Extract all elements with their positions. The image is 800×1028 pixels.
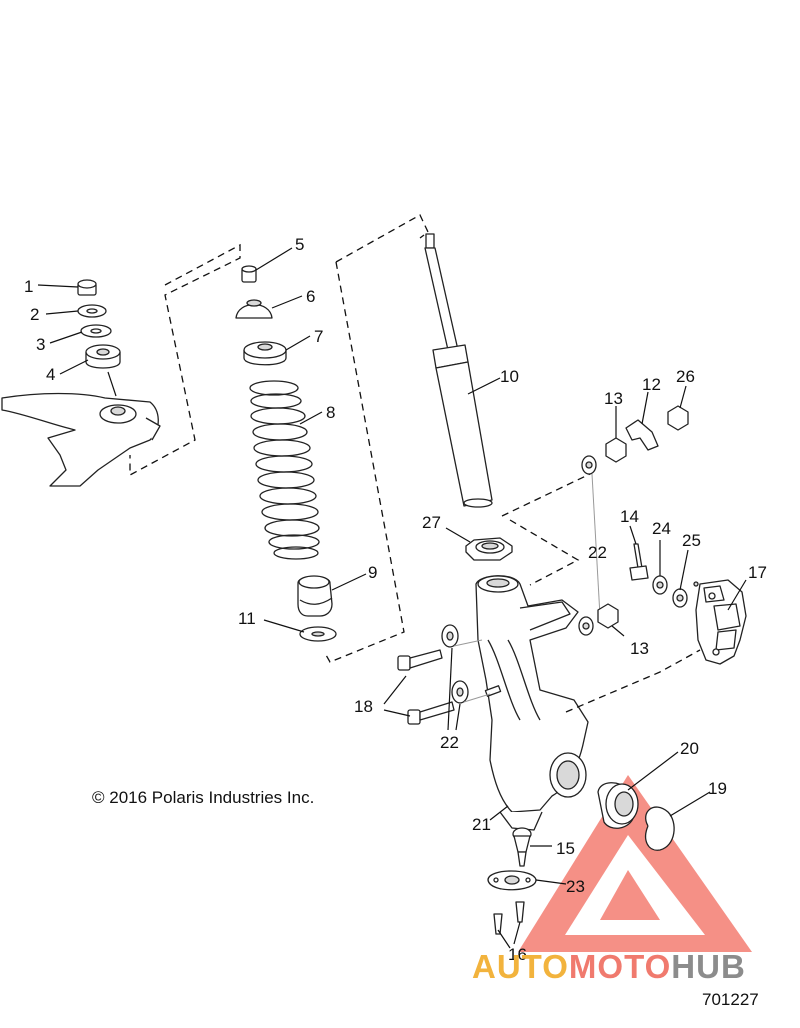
washer-part-11 bbox=[299, 626, 337, 642]
callout-4: 4 bbox=[46, 365, 55, 384]
callout-27: 27 bbox=[422, 513, 441, 532]
coil-spring-part-8 bbox=[249, 380, 320, 560]
callout-19: 19 bbox=[708, 779, 727, 798]
steering-knuckle-part-21 bbox=[475, 575, 589, 831]
callout-20: 20 bbox=[680, 739, 699, 758]
watermark-text: AUTOMOTOHUB bbox=[472, 948, 746, 986]
bolt-part-18-upper bbox=[397, 649, 443, 671]
callout-18: 18 bbox=[354, 697, 373, 716]
spring-retainer-part-6 bbox=[235, 299, 273, 319]
callout-10: 10 bbox=[500, 367, 519, 386]
bolt-part-18-lower bbox=[407, 701, 455, 725]
bolt-part-14 bbox=[629, 543, 649, 581]
callout-11: 11 bbox=[238, 609, 256, 628]
callout-22-right: 22 bbox=[588, 543, 607, 562]
callout-13-lower: 13 bbox=[630, 639, 649, 658]
callout-15: 15 bbox=[556, 839, 575, 858]
callout-14: 14 bbox=[620, 507, 639, 526]
washer-part-24 bbox=[652, 575, 668, 595]
upper-frame-mount bbox=[1, 392, 161, 487]
nut-part-26 bbox=[667, 405, 689, 431]
bushing-part-4 bbox=[85, 344, 121, 369]
nut-part-1 bbox=[77, 279, 97, 296]
callout-12: 12 bbox=[642, 375, 661, 394]
washer-part-22-upper bbox=[441, 624, 459, 648]
bump-stop-part-9 bbox=[297, 575, 333, 617]
callout-2: 2 bbox=[30, 305, 39, 324]
callout-3: 3 bbox=[36, 335, 45, 354]
spring-seat-plate-part-27 bbox=[465, 537, 513, 561]
bearing-part-20 bbox=[597, 782, 639, 829]
washer-part-25 bbox=[672, 588, 688, 608]
drawing-number: 701227 bbox=[702, 990, 759, 1009]
callout-26: 26 bbox=[676, 367, 695, 386]
callout-16: 16 bbox=[508, 945, 527, 964]
spring-seat-part-7 bbox=[243, 341, 287, 366]
callout-24: 24 bbox=[652, 519, 671, 538]
washer-part-22-right-upper bbox=[581, 455, 597, 475]
callout-1: 1 bbox=[24, 277, 33, 296]
watermark-logo-triangle bbox=[518, 775, 752, 952]
leader-lines bbox=[37, 247, 747, 949]
callout-21: 21 bbox=[472, 815, 491, 834]
callout-6: 6 bbox=[306, 287, 315, 306]
washer-part-2 bbox=[77, 304, 107, 318]
callout-9: 9 bbox=[368, 563, 377, 582]
shock-absorber-part-10 bbox=[424, 233, 493, 508]
watermark-moto: MOTO bbox=[568, 948, 672, 985]
callout-8: 8 bbox=[326, 403, 335, 422]
clip-part-12 bbox=[625, 419, 659, 451]
ball-joint-part-15 bbox=[512, 827, 532, 867]
watermark-hub: HUB bbox=[671, 948, 746, 985]
washer-part-3 bbox=[80, 324, 112, 338]
watermark-auto: AUTO bbox=[472, 948, 569, 985]
callout-23: 23 bbox=[566, 877, 585, 896]
copyright-notice: © 2016 Polaris Industries Inc. bbox=[92, 788, 315, 807]
snap-ring-part-19 bbox=[645, 806, 675, 851]
callout-22-bottom: 22 bbox=[440, 733, 459, 752]
callout-7: 7 bbox=[314, 327, 323, 346]
callout-5: 5 bbox=[295, 235, 304, 254]
backing-plate-part-23 bbox=[487, 870, 537, 891]
nut-part-13-lower bbox=[597, 603, 619, 629]
callout-17: 17 bbox=[748, 563, 767, 582]
washer-part-22-right-lower bbox=[578, 616, 594, 636]
washer-part-22-lower bbox=[451, 680, 469, 704]
bolt-part-16-right bbox=[515, 901, 525, 923]
callout-25: 25 bbox=[682, 531, 701, 550]
nut-part-13-upper bbox=[605, 437, 627, 463]
callout-13-upper: 13 bbox=[604, 389, 623, 408]
jam-nut-part-5 bbox=[241, 265, 257, 283]
